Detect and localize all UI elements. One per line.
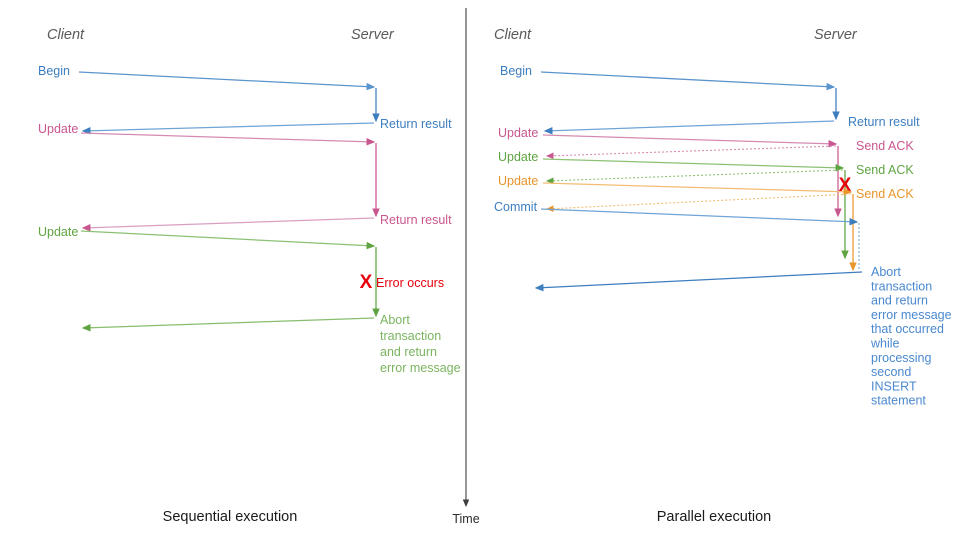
right-arrow-abort xyxy=(534,271,863,292)
left-arrow-return-result-2 xyxy=(81,217,375,232)
right-abort-line-9: statement xyxy=(871,394,926,408)
right-label-send-ack-3: Send ACK xyxy=(856,187,914,201)
left-lane-header-client: Client xyxy=(47,27,85,43)
right-error-x-icon: X xyxy=(839,175,852,196)
left-panel: Client Server Begin Return result Update… xyxy=(38,27,461,525)
right-lane-header-server: Server xyxy=(814,27,858,43)
right-arrow-update-2 xyxy=(542,158,845,172)
right-abort-line-3: error message xyxy=(871,308,952,322)
right-abort-line-1: transaction xyxy=(871,279,932,293)
right-label-update-3: Update xyxy=(498,174,538,188)
right-arrow-ack-2 xyxy=(545,169,844,185)
right-abort-line-0: Abort xyxy=(871,265,901,279)
right-label-commit: Commit xyxy=(494,200,538,214)
left-arrow-update-2 xyxy=(80,230,376,250)
right-abort-line-6: processing xyxy=(871,351,931,365)
left-abort-line-1: transaction xyxy=(380,329,441,343)
right-arrow-update-1 xyxy=(542,134,838,148)
right-label-update-2: Update xyxy=(498,150,538,164)
left-abort-line-0: Abort xyxy=(380,313,410,327)
right-abort-text: Abort transaction and return error messa… xyxy=(870,265,955,408)
left-arrow-begin xyxy=(78,71,376,91)
right-abort-line-8: INSERT xyxy=(871,379,917,393)
left-abort-text: Abort transaction and return error messa… xyxy=(380,313,461,375)
right-label-update-1: Update xyxy=(498,126,538,140)
left-abort-line-2: and return xyxy=(380,345,437,359)
right-arrow-ack-3 xyxy=(545,193,852,212)
right-arrow-update-3 xyxy=(542,182,853,196)
left-label-return-result-2: Return result xyxy=(380,213,452,227)
time-axis-label: Time xyxy=(452,512,479,526)
right-lane-header-client: Client xyxy=(494,27,532,43)
right-arrow-begin xyxy=(540,71,836,91)
left-panel-caption: Sequential execution xyxy=(163,509,298,525)
left-lane-header-server: Server xyxy=(351,27,395,43)
right-label-begin: Begin xyxy=(500,64,532,78)
right-panel: Client Server Begin Return result Update… xyxy=(494,27,955,525)
left-error-label: Error occurs xyxy=(376,276,444,290)
left-label-update-1: Update xyxy=(38,122,78,136)
right-label-send-ack-2: Send ACK xyxy=(856,163,914,177)
right-arrow-commit xyxy=(540,208,859,226)
left-error-x-icon: X xyxy=(360,272,373,293)
right-label-send-ack-1: Send ACK xyxy=(856,139,914,153)
left-label-begin: Begin xyxy=(38,64,70,78)
left-arrow-abort xyxy=(81,317,375,332)
left-abort-line-3: error message xyxy=(380,361,461,375)
right-abort-line-7: second xyxy=(871,365,911,379)
left-label-update-2: Update xyxy=(38,225,78,239)
right-panel-caption: Parallel execution xyxy=(657,509,771,525)
right-arrow-ack-1 xyxy=(545,145,837,160)
right-abort-line-5: while xyxy=(870,337,900,351)
right-arrow-return-result xyxy=(543,120,835,135)
left-arrow-update-1 xyxy=(80,132,376,146)
right-label-return-result: Return result xyxy=(848,115,920,129)
right-abort-line-2: and return xyxy=(871,294,928,308)
left-arrow-return-result-1 xyxy=(81,122,375,135)
left-label-return-result-1: Return result xyxy=(380,117,452,131)
right-abort-line-4: that occurred xyxy=(871,322,944,336)
